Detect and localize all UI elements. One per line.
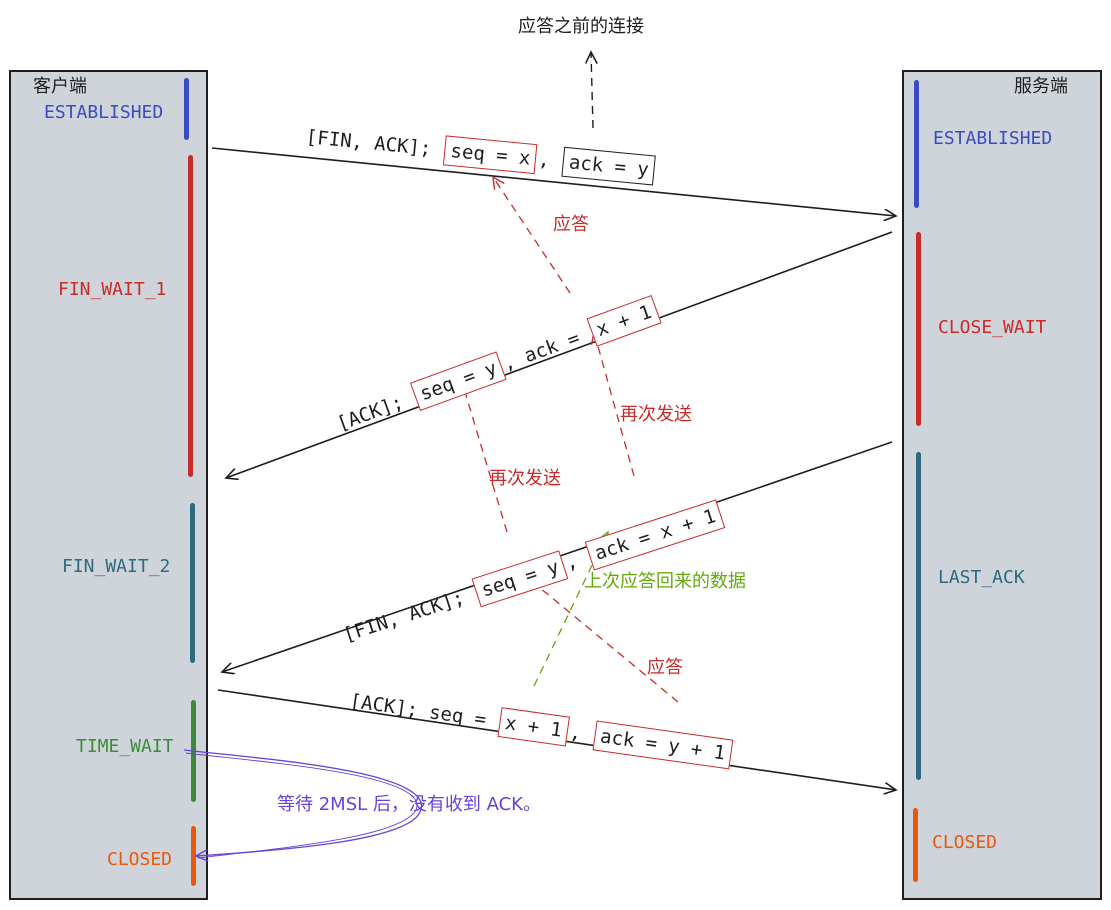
client-title: 客户端 (33, 76, 87, 97)
note-last-reply-data: 上次应答回来的数据 (584, 571, 746, 592)
client-bar-established (184, 78, 189, 140)
client-lane (9, 70, 208, 900)
arrow-resend-1 (462, 382, 508, 533)
client-state-fin-wait-2: FIN_WAIT_2 (62, 556, 171, 577)
arrow-fin-ack-1 (211, 147, 896, 216)
arrow-to-top-note (591, 52, 593, 129)
server-bar-closed (913, 808, 918, 882)
server-state-closed: CLOSED (932, 832, 998, 853)
note-resend-2: 再次发送 (620, 404, 692, 425)
server-lane (902, 70, 1102, 900)
server-state-established: ESTABLISHED (933, 128, 1053, 149)
client-state-time-wait: TIME_WAIT (76, 736, 174, 757)
arrow-resend-2 (594, 332, 635, 477)
client-bar-closed (191, 826, 196, 886)
note-reply-2: 应答 (647, 657, 683, 678)
server-title: 服务端 (1014, 76, 1068, 97)
note-wait-2msl: 等待 2MSL 后，没有收到 ACK。 (277, 794, 541, 815)
client-state-closed: CLOSED (107, 849, 173, 870)
top-note: 应答之前的连接 (518, 16, 644, 37)
client-state-fin-wait-1: FIN_WAIT_1 (58, 279, 167, 300)
server-bar-close-wait (916, 232, 921, 426)
msg-fin-ack-1-sep: , (537, 148, 551, 172)
note-reply-1: 应答 (553, 214, 589, 235)
arrow-reply-2 (522, 573, 679, 703)
note-resend-1: 再次发送 (489, 468, 561, 489)
server-bar-last-ack (916, 452, 921, 780)
arrow-reply-1 (493, 177, 571, 294)
server-state-last-ack: LAST_ACK (938, 567, 1025, 588)
arrow-wait-curve (183, 749, 423, 856)
client-bar-fin-wait-2 (190, 503, 195, 663)
client-state-established: ESTABLISHED (44, 102, 164, 123)
client-bar-fin-wait-1 (188, 155, 193, 477)
msg-ack-2-sep: , (568, 720, 583, 745)
server-bar-established (914, 80, 919, 208)
arrow-ack-1 (226, 231, 893, 478)
server-state-close-wait: CLOSE_WAIT (938, 317, 1047, 338)
